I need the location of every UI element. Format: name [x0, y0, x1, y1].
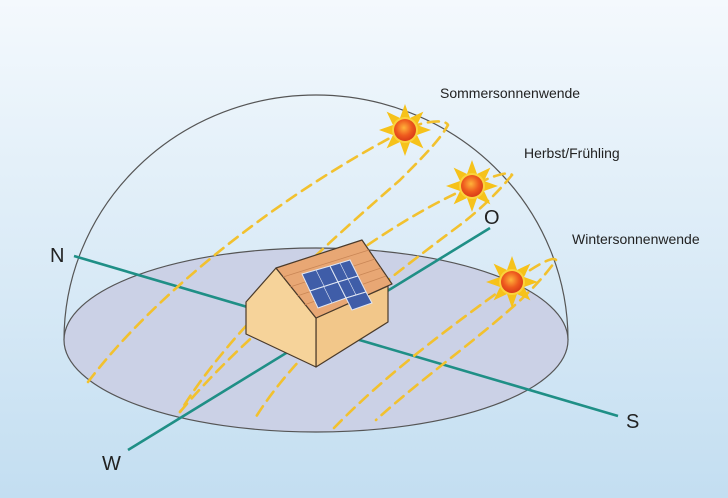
sky-dome	[63, 94, 569, 341]
north-label: N	[50, 245, 64, 267]
summer-solstice-path	[86, 120, 450, 414]
winter-solstice-label: Wintersonnenwende	[572, 231, 700, 247]
west-label: W	[102, 453, 121, 475]
sun-icon	[379, 104, 431, 156]
solar-panel-icon	[301, 259, 373, 311]
south-label: S	[626, 411, 639, 433]
winter-solstice-path	[332, 257, 558, 430]
east-label: O	[484, 207, 500, 229]
sun-icon	[486, 256, 538, 308]
summer-solstice-label: Sommersonnenwende	[440, 85, 580, 101]
equinox-label: Herbst/Frühling	[524, 145, 620, 161]
sun-icon	[446, 160, 498, 212]
